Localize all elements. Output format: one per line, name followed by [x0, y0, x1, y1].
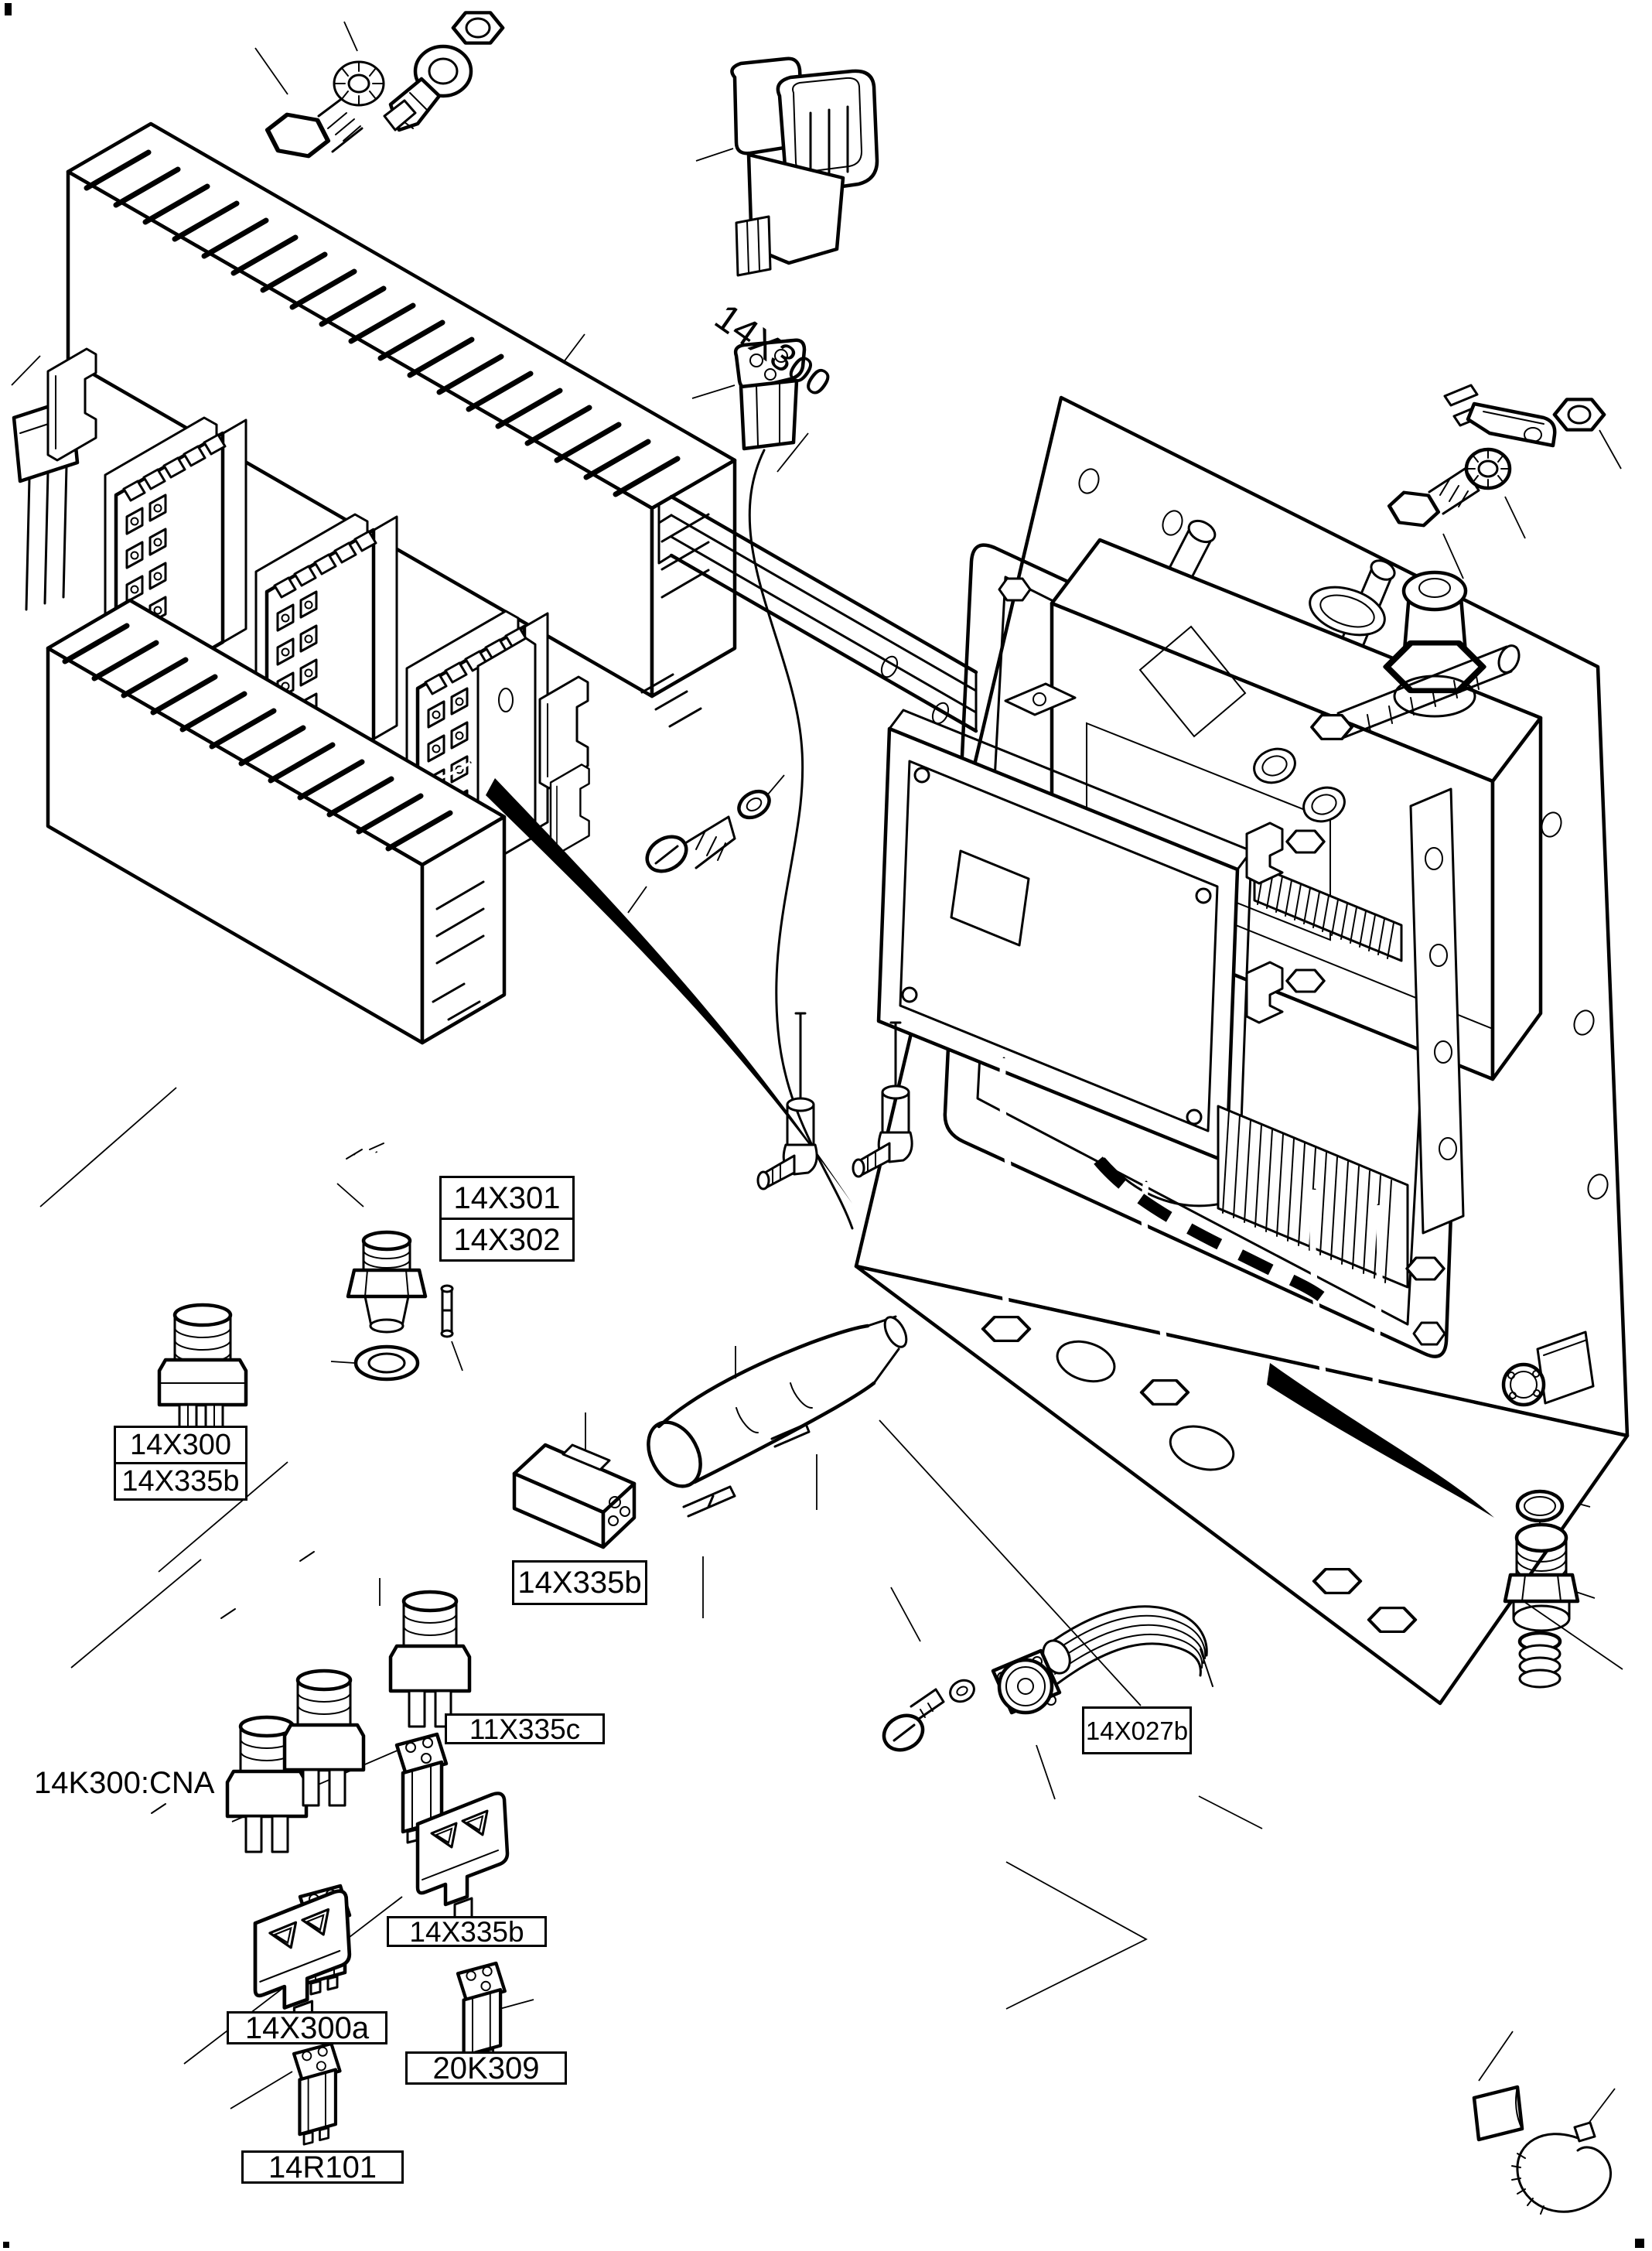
label-14x027b: 14X027b: [1082, 1706, 1192, 1754]
label-11x335c: 11X335c: [445, 1713, 605, 1744]
panel-wires: [983, 1057, 1415, 1631]
label-14r101: 14R101: [241, 2150, 404, 2184]
label-14x335b-kit: 14X335b: [512, 1560, 647, 1605]
cable-tie: [1511, 2121, 1613, 2215]
terminal-fins-upper: [1253, 863, 1403, 962]
sensor-harness-14k300: [142, 1470, 472, 1853]
page-marks: [3, 3, 1644, 2248]
angle-sensors: [756, 1012, 913, 1190]
screw-and-cap: [645, 789, 771, 873]
gland-stack: [1503, 1489, 1580, 1689]
sensor-14x301: [346, 1143, 454, 1382]
label-14x300: 14X300: [114, 1426, 247, 1464]
connector-14x027b-group: [882, 1605, 1213, 1752]
label-14x300a: 14X300a: [227, 2011, 387, 2044]
label-14x301: 14X301: [439, 1176, 575, 1220]
connector-14x300: [730, 56, 879, 277]
sticker: [1472, 2085, 1524, 2142]
cable-swoosh: [1267, 1363, 1494, 1518]
sensor-14x300: [157, 1120, 363, 1436]
label-14x335b-a: 14X335b: [114, 1462, 247, 1501]
harness-cables: [486, 449, 854, 1230]
bolt-washer-ring-terminal: [263, 12, 503, 159]
label-14x302: 14X302: [439, 1218, 575, 1262]
wiring-duct-bottom: [46, 598, 507, 1045]
mounting-panel: [756, 395, 1630, 1706]
wiring-duct-top: [66, 121, 737, 728]
label-20k309: 20K309: [405, 2051, 567, 2085]
flange-bracket-connector: [1501, 1330, 1595, 1407]
label-14x335b-c: 14X335b: [387, 1916, 547, 1947]
triangular-plug-14x300: [733, 338, 807, 451]
label-14k300-cna: 14K300:CNA: [34, 1766, 215, 1800]
panel-hardware-topright: [1387, 384, 1604, 527]
connector-kit-14x335b: [512, 1315, 908, 1549]
cable-gland: [1387, 570, 1483, 718]
